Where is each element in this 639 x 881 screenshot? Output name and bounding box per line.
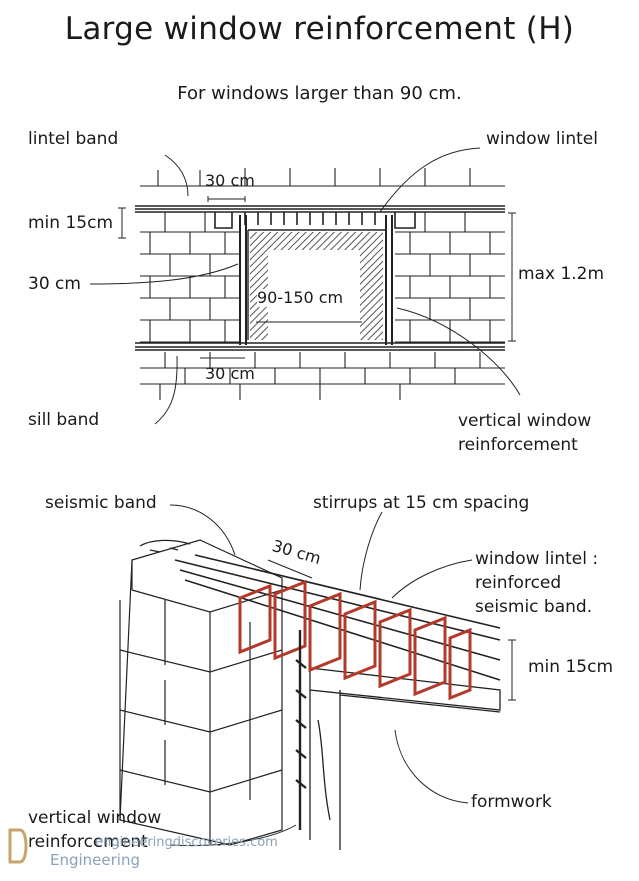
lintel-band xyxy=(135,205,505,229)
dim-opening-width: 90-150 cm xyxy=(257,288,344,308)
label-sill-band: sill band xyxy=(28,410,100,430)
label-vertical-reinforcement-line1: vertical window xyxy=(458,411,592,431)
label-formwork: formwork xyxy=(471,792,552,812)
label-seismic-band: seismic band xyxy=(45,493,157,513)
label-window-lintel-iso-line1: window lintel : xyxy=(475,549,599,569)
block-wall xyxy=(119,539,283,846)
page-subtitle: For windows larger than 90 cm. xyxy=(177,83,462,104)
watermark-brand: Engineering xyxy=(50,851,140,869)
iso-leaders xyxy=(169,504,516,847)
dim-30cm-top: 30 cm xyxy=(205,171,255,190)
label-lintel-band: lintel band xyxy=(28,129,119,149)
label-max-height: max 1.2m xyxy=(518,264,605,284)
dim-30cm-bottom: 30 cm xyxy=(205,364,255,383)
label-min-15cm: min 15cm xyxy=(28,213,113,233)
isometric-view xyxy=(119,504,516,850)
brick-wall-elevation xyxy=(140,168,505,400)
watermark-logo-icon xyxy=(8,828,28,864)
elevation-view xyxy=(89,147,521,425)
label-min-15cm-iso: min 15cm xyxy=(528,657,613,677)
label-window-lintel: window lintel xyxy=(486,129,598,149)
watermark-site: engineeringdiscoveries.com xyxy=(95,835,278,850)
label-window-lintel-iso-line2: reinforced xyxy=(475,573,562,593)
leader-lines xyxy=(89,147,521,425)
label-30cm-left: 30 cm xyxy=(28,274,81,294)
label-stirrups: stirrups at 15 cm spacing xyxy=(313,493,530,513)
formwork xyxy=(309,667,501,850)
label-vertical-reinforcement-line2: reinforcement xyxy=(458,435,578,455)
label-vertical-reinforcement-iso-line2: reinforcement xyxy=(28,832,148,852)
window-opening xyxy=(247,229,387,340)
label-window-lintel-iso-line3: seismic band. xyxy=(475,597,593,617)
vertical-window-bars xyxy=(239,215,393,345)
sill-band xyxy=(135,342,505,351)
vertical-window-bar-iso xyxy=(295,630,307,830)
dimension-lines xyxy=(118,196,516,359)
page-title: Large window reinforcement (H) xyxy=(64,11,575,47)
lintel-stirrups xyxy=(238,579,472,701)
label-vertical-reinforcement-iso-line1: vertical window xyxy=(28,808,162,828)
